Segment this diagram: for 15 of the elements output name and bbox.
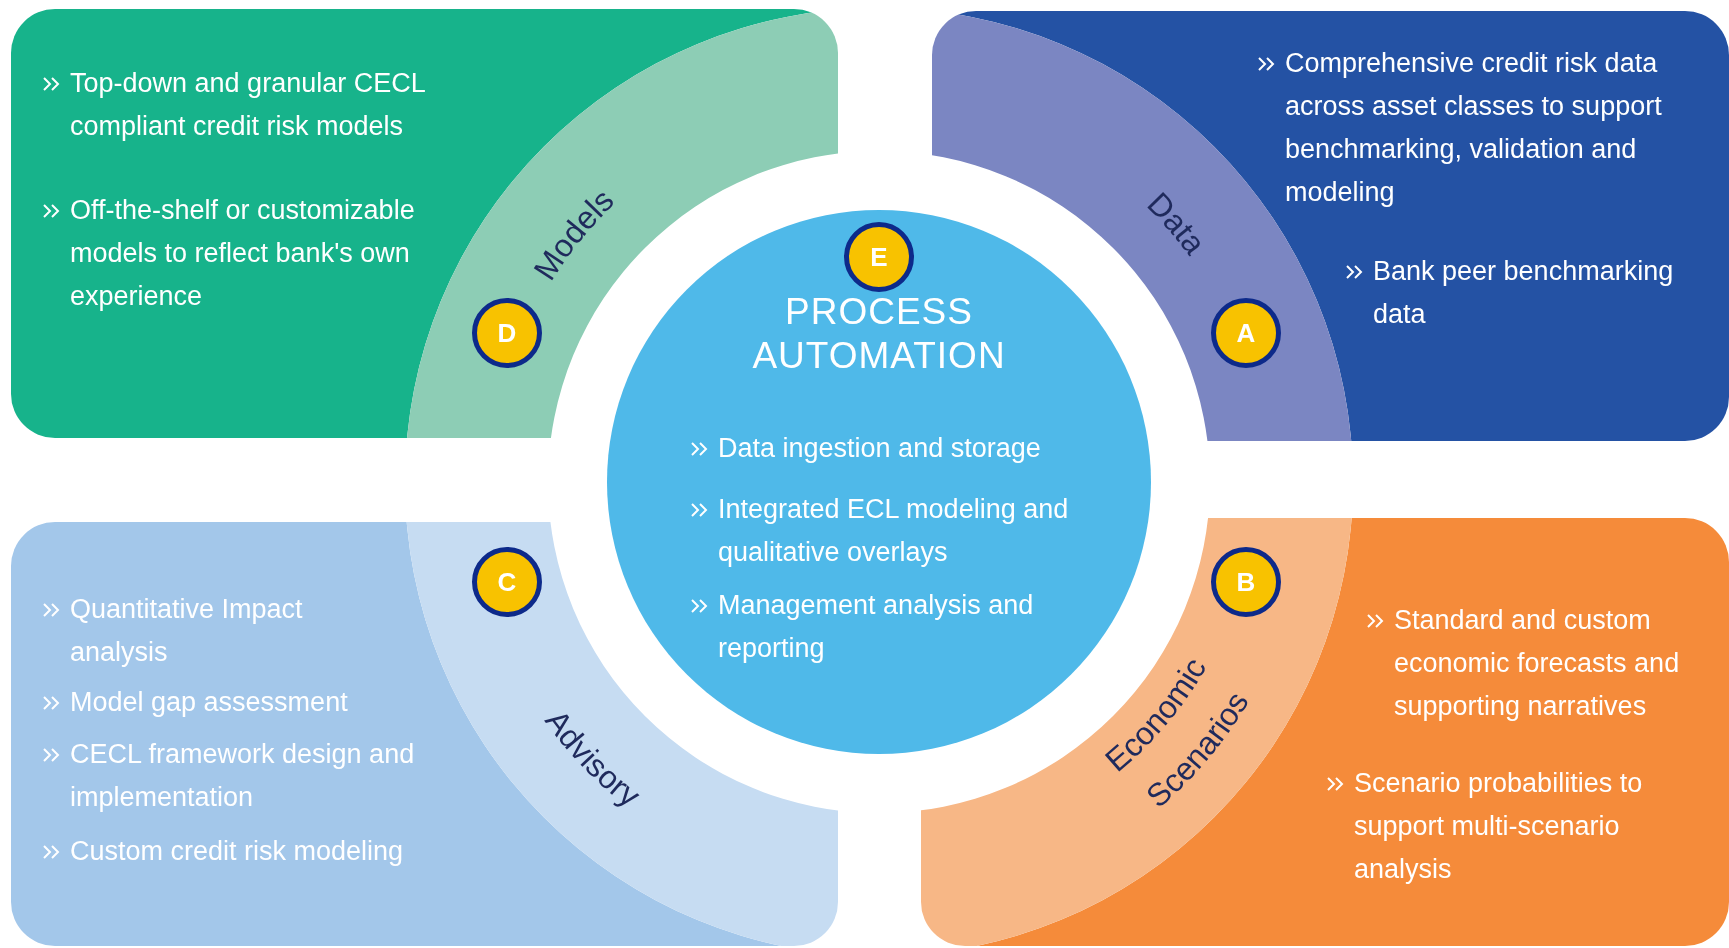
bullet-text: Scenario probabilities to support multi-scenario analysis <box>1354 767 1644 886</box>
bullet-text: CECL framework design and implementation <box>70 738 416 814</box>
bullet-text: Comprehensive credit risk data across asset classes to support benchmarking, validation and modeling <box>1285 47 1663 209</box>
bullet-text: Quantitative Impact analysis <box>70 593 304 669</box>
bullet-text: Integrated ECL modeling and qualitative overlays <box>718 493 1070 569</box>
title-text: PROCESS AUTOMATION <box>751 290 1007 378</box>
bullet-text: Data ingestion and storage <box>718 432 1041 465</box>
bullet-text: Custom credit risk modeling <box>70 835 404 868</box>
bullet-text: Standard and custom economic forecasts and supporting narratives <box>1394 604 1681 723</box>
bullet-text: Bank peer benchmarking data <box>1373 255 1675 331</box>
bullet-text: Top-down and granular CECL compliant credit risk models <box>70 67 426 143</box>
letter-badge: E <box>844 222 914 292</box>
bullet-text: Management analysis and reporting <box>718 589 1035 665</box>
bullet-text: Off-the-shelf or customizable models to reflect bank's own experience <box>70 194 416 313</box>
bullet-text: Model gap assessment <box>70 686 348 719</box>
